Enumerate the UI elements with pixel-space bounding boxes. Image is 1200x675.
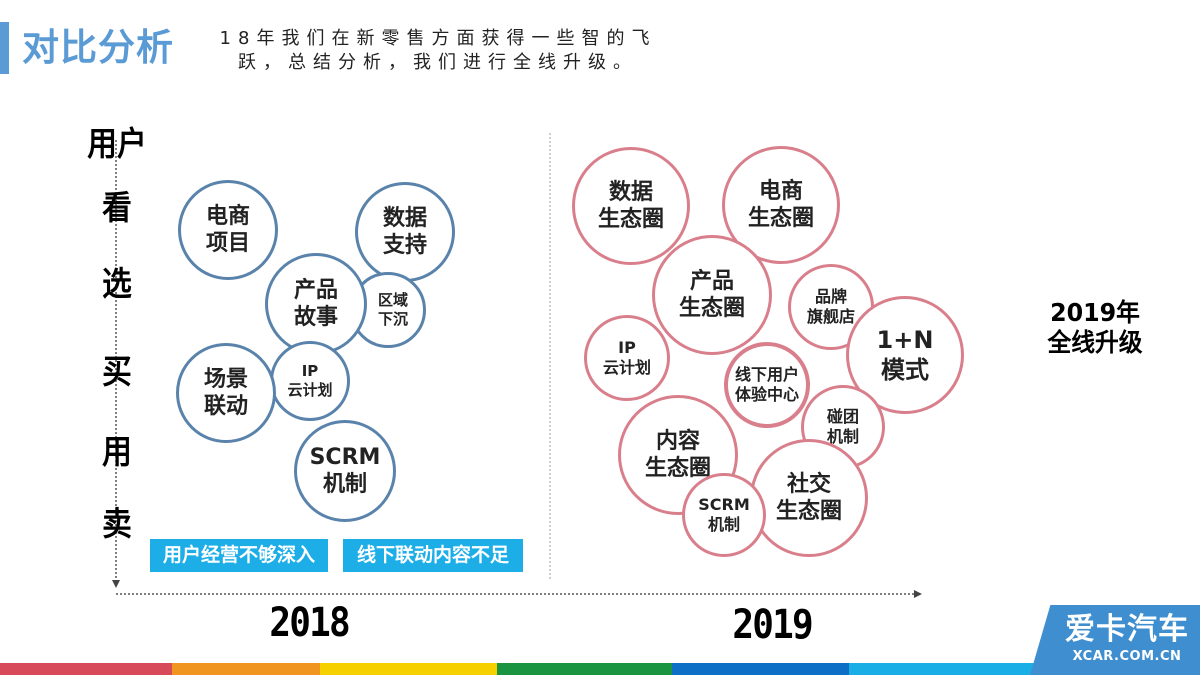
note-offline-content: 线下联动内容不足 <box>343 539 523 572</box>
y-label-sell: 卖 <box>102 504 132 543</box>
bubble-data-support: 数据 支持 <box>355 182 455 282</box>
color-strip-green <box>497 663 672 675</box>
upgrade-label-year: 2019年 <box>1050 298 1140 327</box>
y-axis-arrow <box>112 580 120 588</box>
subtitle-line-1: 18年我们在新零售方面获得一些智的飞 <box>219 28 657 49</box>
bubble-product-ecosystem: 产品 生态圈 <box>652 235 772 355</box>
color-strip-yellow <box>320 663 497 675</box>
logo-xcar-en: XCAR.COM.CN <box>1072 649 1182 664</box>
note-user-operation: 用户经营不够深入 <box>150 539 328 572</box>
page-title: 对比分析 <box>22 26 174 69</box>
year-label-2019: 2019 <box>732 602 813 648</box>
bubble-scene-linkage: 场景 联动 <box>176 343 276 443</box>
bubble-ip-cloud-plan-2018: IP 云计划 <box>270 341 350 421</box>
color-strip-light-blue <box>849 663 1049 675</box>
color-strip-blue <box>672 663 849 675</box>
page-subtitle: 18年我们在新零售方面获得一些智的飞 跃，总结分析，我们进行全线升级。 <box>198 27 678 75</box>
bubble-data-ecosystem: 数据 生态圈 <box>572 147 690 265</box>
bubble-one-plus-n-model: 1+N 模式 <box>846 296 964 414</box>
y-label-user: 用户 <box>87 124 147 163</box>
upgrade-label: 2019年 全线升级 <box>1043 298 1148 358</box>
x-axis-arrow <box>914 590 922 598</box>
bubble-product-story: 产品 故事 <box>265 253 367 355</box>
upgrade-label-text: 全线升级 <box>1047 328 1143 357</box>
subtitle-line-2: 跃，总结分析，我们进行全线升级。 <box>238 52 638 73</box>
bubble-offline-experience-center: 线下用户 体验中心 <box>724 342 810 428</box>
y-label-choose: 选 <box>102 264 132 303</box>
logo-xcar-cn: 爱卡汽车 <box>1065 612 1189 647</box>
color-strip-red <box>0 663 172 675</box>
bubble-scrm-mechanism-2019: SCRM 机制 <box>682 473 766 557</box>
year-label-2018: 2018 <box>269 600 350 646</box>
bubble-ecommerce-project: 电商 项目 <box>178 180 278 280</box>
title-accent-bar <box>0 22 9 74</box>
y-label-use: 用 <box>102 432 132 471</box>
y-label-look: 看 <box>102 188 132 227</box>
bubble-ip-cloud-plan-2019: IP 云计划 <box>584 315 670 401</box>
y-label-buy: 买 <box>102 352 132 391</box>
color-strip-orange <box>172 663 320 675</box>
bubble-scrm-mechanism-2018: SCRM 机制 <box>294 420 396 522</box>
logo-panel <box>1030 605 1200 675</box>
bubble-social-ecosystem: 社交 生态圈 <box>750 439 868 557</box>
